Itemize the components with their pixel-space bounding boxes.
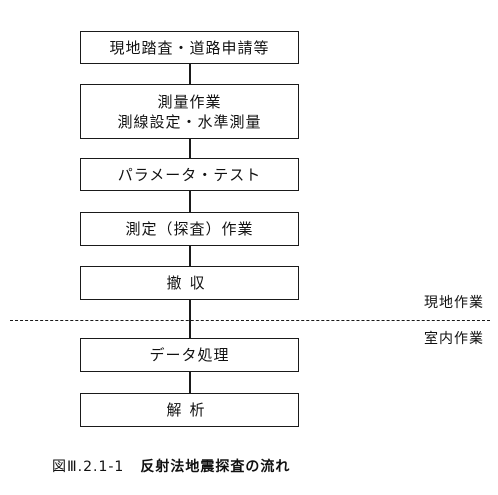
flow-step-parameter-test: パラメータ・テスト [80,158,299,191]
flow-step-text: 測線設定・水準測量 [117,112,262,131]
figure-number: 図Ⅲ.2.1-1 [52,459,125,475]
phase-divider-dashed-line [10,320,490,321]
connector-line [189,191,191,212]
flow-step-text: パラメータ・テスト [117,165,262,184]
figure-caption: 図Ⅲ.2.1-1 反射法地震探査の流れ [52,456,290,476]
connector-line [189,300,191,338]
connector-line [189,372,191,393]
flow-step-site-survey: 現地踏査・道路申請等 [80,31,299,64]
flow-step-text: データ処理 [149,346,230,364]
flow-step-surveying: 測量作業 測線設定・水準測量 [80,84,299,139]
flow-step-analysis: 解析 [80,393,299,427]
field-work-label: 現地作業 [424,295,484,311]
flow-step-data-processing: データ処理 [80,338,299,372]
connector-line [189,139,191,158]
flow-step-text: 撤収 [166,274,213,292]
connector-line [189,246,191,266]
flow-step-text: 測量作業 [157,92,222,111]
office-work-label: 室内作業 [424,331,484,347]
connector-line [189,64,191,84]
flow-step-measurement: 測定（探査）作業 [80,212,299,246]
flow-step-text: 測定（探査）作業 [125,220,254,238]
flow-step-withdrawal: 撤収 [80,266,299,300]
figure-title: 反射法地震探査の流れ [140,459,291,475]
flow-step-text: 現地踏査・道路申請等 [109,38,270,57]
flow-step-text: 解析 [166,401,213,419]
